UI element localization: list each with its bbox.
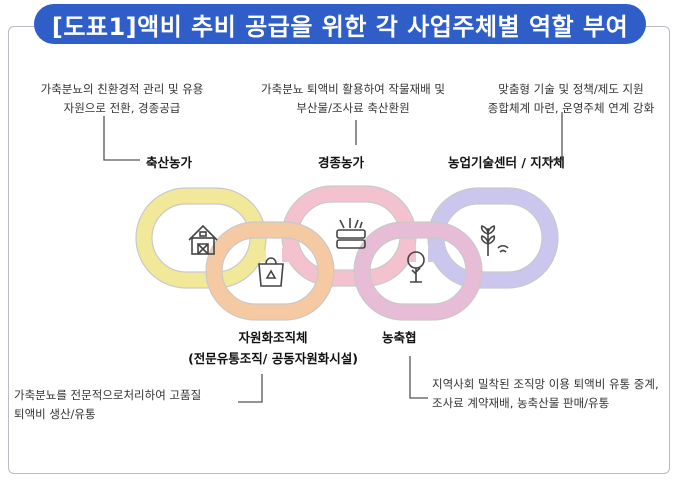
wheat-signal-icon [480,225,509,256]
connector-tech [544,112,563,161]
connector-livestock [103,116,140,161]
crop-farm-label: 경종농가 [318,155,365,170]
livestock-farm-label: 축산농가 [146,155,193,170]
resource-org-desc: 가축분뇨를 전문적으로처리하여 고품질 퇴액비 생산/유통 [14,388,202,421]
tech-center-desc: 맞춤형 기술 및 정책/제도 지원 종합체계 마련, 운영주체 연계 강화 [487,82,655,115]
recycle-bag-icon [258,257,284,287]
chain-link-orange [206,222,334,320]
chain-link-mauve [354,222,482,320]
title-banner: [도표1]액비 추비 공급을 위한 각 사업주체별 역할 부여 [34,4,646,44]
tree-icon [407,251,425,283]
coop-label: 농축협 [382,330,417,345]
page-title: [도표1]액비 추비 공급을 위한 각 사업주체별 역할 부여 [51,12,629,41]
tech-center-label: 농업기술센터 / 지자체 [448,155,565,170]
connector-resource [238,374,263,403]
crop-field-icon [336,218,366,249]
crop-farm-desc: 가축분뇨 퇴액비 활용하여 작물재배 및 부산물/조사료 축산환원 [261,82,445,115]
coop-desc: 지역사회 밀착된 조직망 이용 퇴액비 유통 중계, 조사료 계약재배, 농축산… [432,377,659,410]
barn-icon [188,224,218,255]
resource-org-sublabel: (전문유통조직/ 공동자원화시설) [188,351,358,366]
livestock-farm-desc: 가축분뇨의 친환경적 관리 및 유용 자원으로 전환, 경종공급 [40,82,204,115]
resource-org-label: 자원화조직체 [238,330,308,345]
connector-coop [409,356,428,399]
